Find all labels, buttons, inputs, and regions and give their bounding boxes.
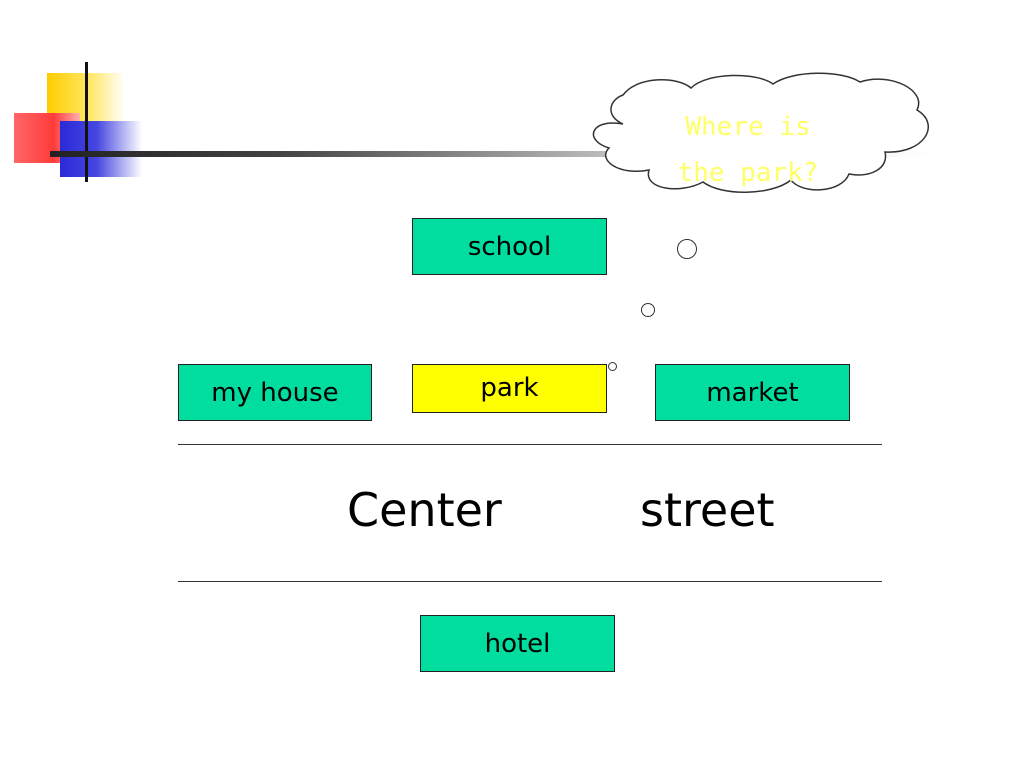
thought-bubble-medium <box>641 303 655 317</box>
street-top-line <box>178 444 882 445</box>
header-rule <box>50 151 980 157</box>
school-block[interactable]: school <box>412 218 607 275</box>
thought-line-1: Where is <box>685 112 811 142</box>
park-block[interactable]: park <box>412 364 607 413</box>
thought-bubble-large <box>677 239 697 259</box>
decor-vertical-line <box>85 62 88 182</box>
decor-blue-square <box>60 121 142 177</box>
corner-decoration <box>0 0 160 190</box>
my-house-block[interactable]: my house <box>178 364 372 421</box>
thought-bubble-small <box>608 362 617 371</box>
street-name-word-2: street <box>640 483 775 537</box>
street-name-word-1: Center <box>347 483 502 537</box>
cloud-shape <box>592 72 929 193</box>
street-bottom-line <box>178 581 882 582</box>
market-block[interactable]: market <box>655 364 850 421</box>
hotel-block[interactable]: hotel <box>420 615 615 672</box>
thought-cloud <box>592 72 929 193</box>
thought-text: Where is the park? <box>648 104 848 196</box>
thought-line-2: the park? <box>677 158 819 188</box>
